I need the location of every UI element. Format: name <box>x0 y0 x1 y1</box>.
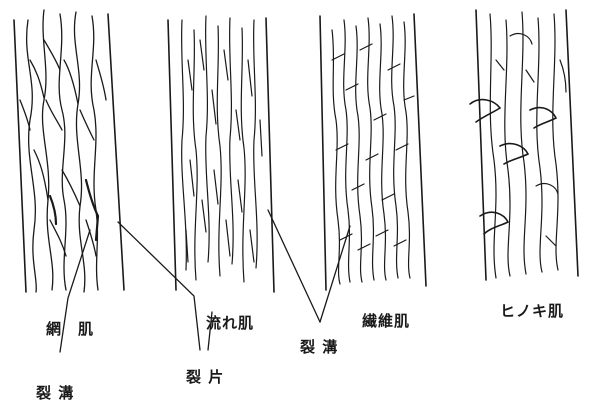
fiber-bark-panel <box>320 14 426 290</box>
leader-lines <box>60 210 350 352</box>
hinoki-bark-panel <box>470 10 578 280</box>
crack-groove-left-label: 裂 溝 <box>36 382 74 403</box>
fiber-bark-label: 繊維肌 <box>362 310 410 331</box>
flow-bark-label: 流れ肌 <box>206 312 254 333</box>
flow-bark-panel <box>168 16 274 292</box>
crack-piece-label: 裂 片 <box>186 366 224 387</box>
mesh-bark-label: 網 肌 <box>46 318 94 339</box>
crack-groove-center-label: 裂 溝 <box>300 336 338 357</box>
mesh-bark-panel <box>14 10 124 292</box>
hinoki-bark-label: ヒノキ肌 <box>500 300 564 321</box>
